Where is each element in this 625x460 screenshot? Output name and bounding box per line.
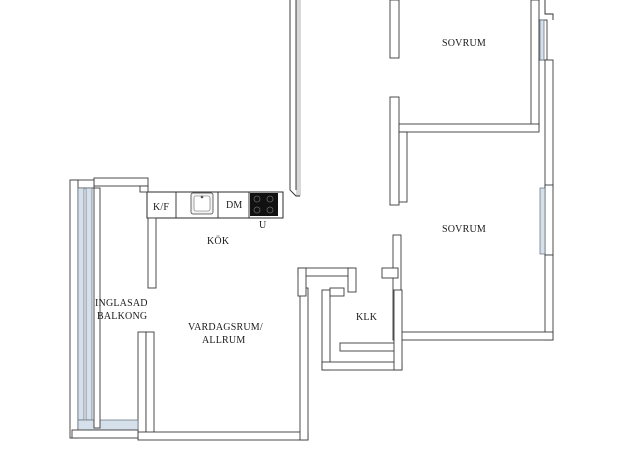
room-label-sovrum-top: SOVRUM bbox=[442, 38, 486, 49]
stove-hob-icon bbox=[250, 193, 278, 216]
wall-bathroom bbox=[321, 287, 403, 371]
room-label-kok: KÖK bbox=[207, 235, 230, 247]
wall-living-room bbox=[93, 177, 357, 441]
room-label-vardagsrum-line2: ALLRUM bbox=[202, 335, 245, 346]
fixture-label-u: U bbox=[259, 220, 267, 231]
glazed-balcony bbox=[69, 179, 139, 439]
fixture-label-dm: DM bbox=[226, 200, 243, 211]
room-label-balkong-line1: INGLASAD bbox=[95, 298, 148, 309]
wall-bedroom-wing bbox=[381, 0, 554, 341]
sink-icon bbox=[190, 192, 214, 215]
wall-upper-center bbox=[289, 0, 301, 197]
kitchen-counter bbox=[146, 191, 284, 219]
room-label-klk: KLK bbox=[356, 312, 378, 323]
fixture-label-kf: K/F bbox=[153, 202, 169, 213]
room-label-sovrum-bottom: SOVRUM bbox=[442, 224, 486, 235]
room-label-balkong-line2: BALKONG bbox=[97, 311, 147, 322]
room-label-vardagsrum-line1: VARDAGSRUM/ bbox=[188, 322, 263, 333]
